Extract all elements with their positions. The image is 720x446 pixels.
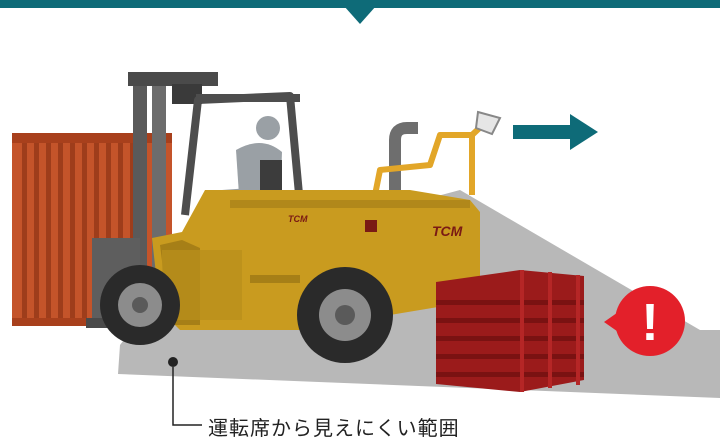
forklift-logo: TCM: [432, 223, 463, 239]
forklift-body: [152, 190, 480, 330]
guard-roof: [196, 94, 300, 102]
forklift-logo-small: TCM: [288, 214, 308, 224]
front-wheel: [100, 265, 180, 345]
exhaust-pipe: [389, 122, 418, 190]
rear-wheel: [297, 267, 393, 363]
warning-mark: !: [641, 294, 658, 352]
leader-line: [172, 367, 202, 426]
camera-icon: [474, 110, 502, 136]
right-arrow-icon: [513, 114, 598, 150]
leader-dot: [168, 357, 178, 367]
down-triangle-icon: [344, 6, 376, 24]
header-bar: [0, 0, 720, 8]
pallet-stack: [436, 270, 584, 392]
exclamation-icon: !: [604, 286, 685, 356]
blind-area-caption: 運転席から見えにくい範囲: [208, 416, 460, 440]
